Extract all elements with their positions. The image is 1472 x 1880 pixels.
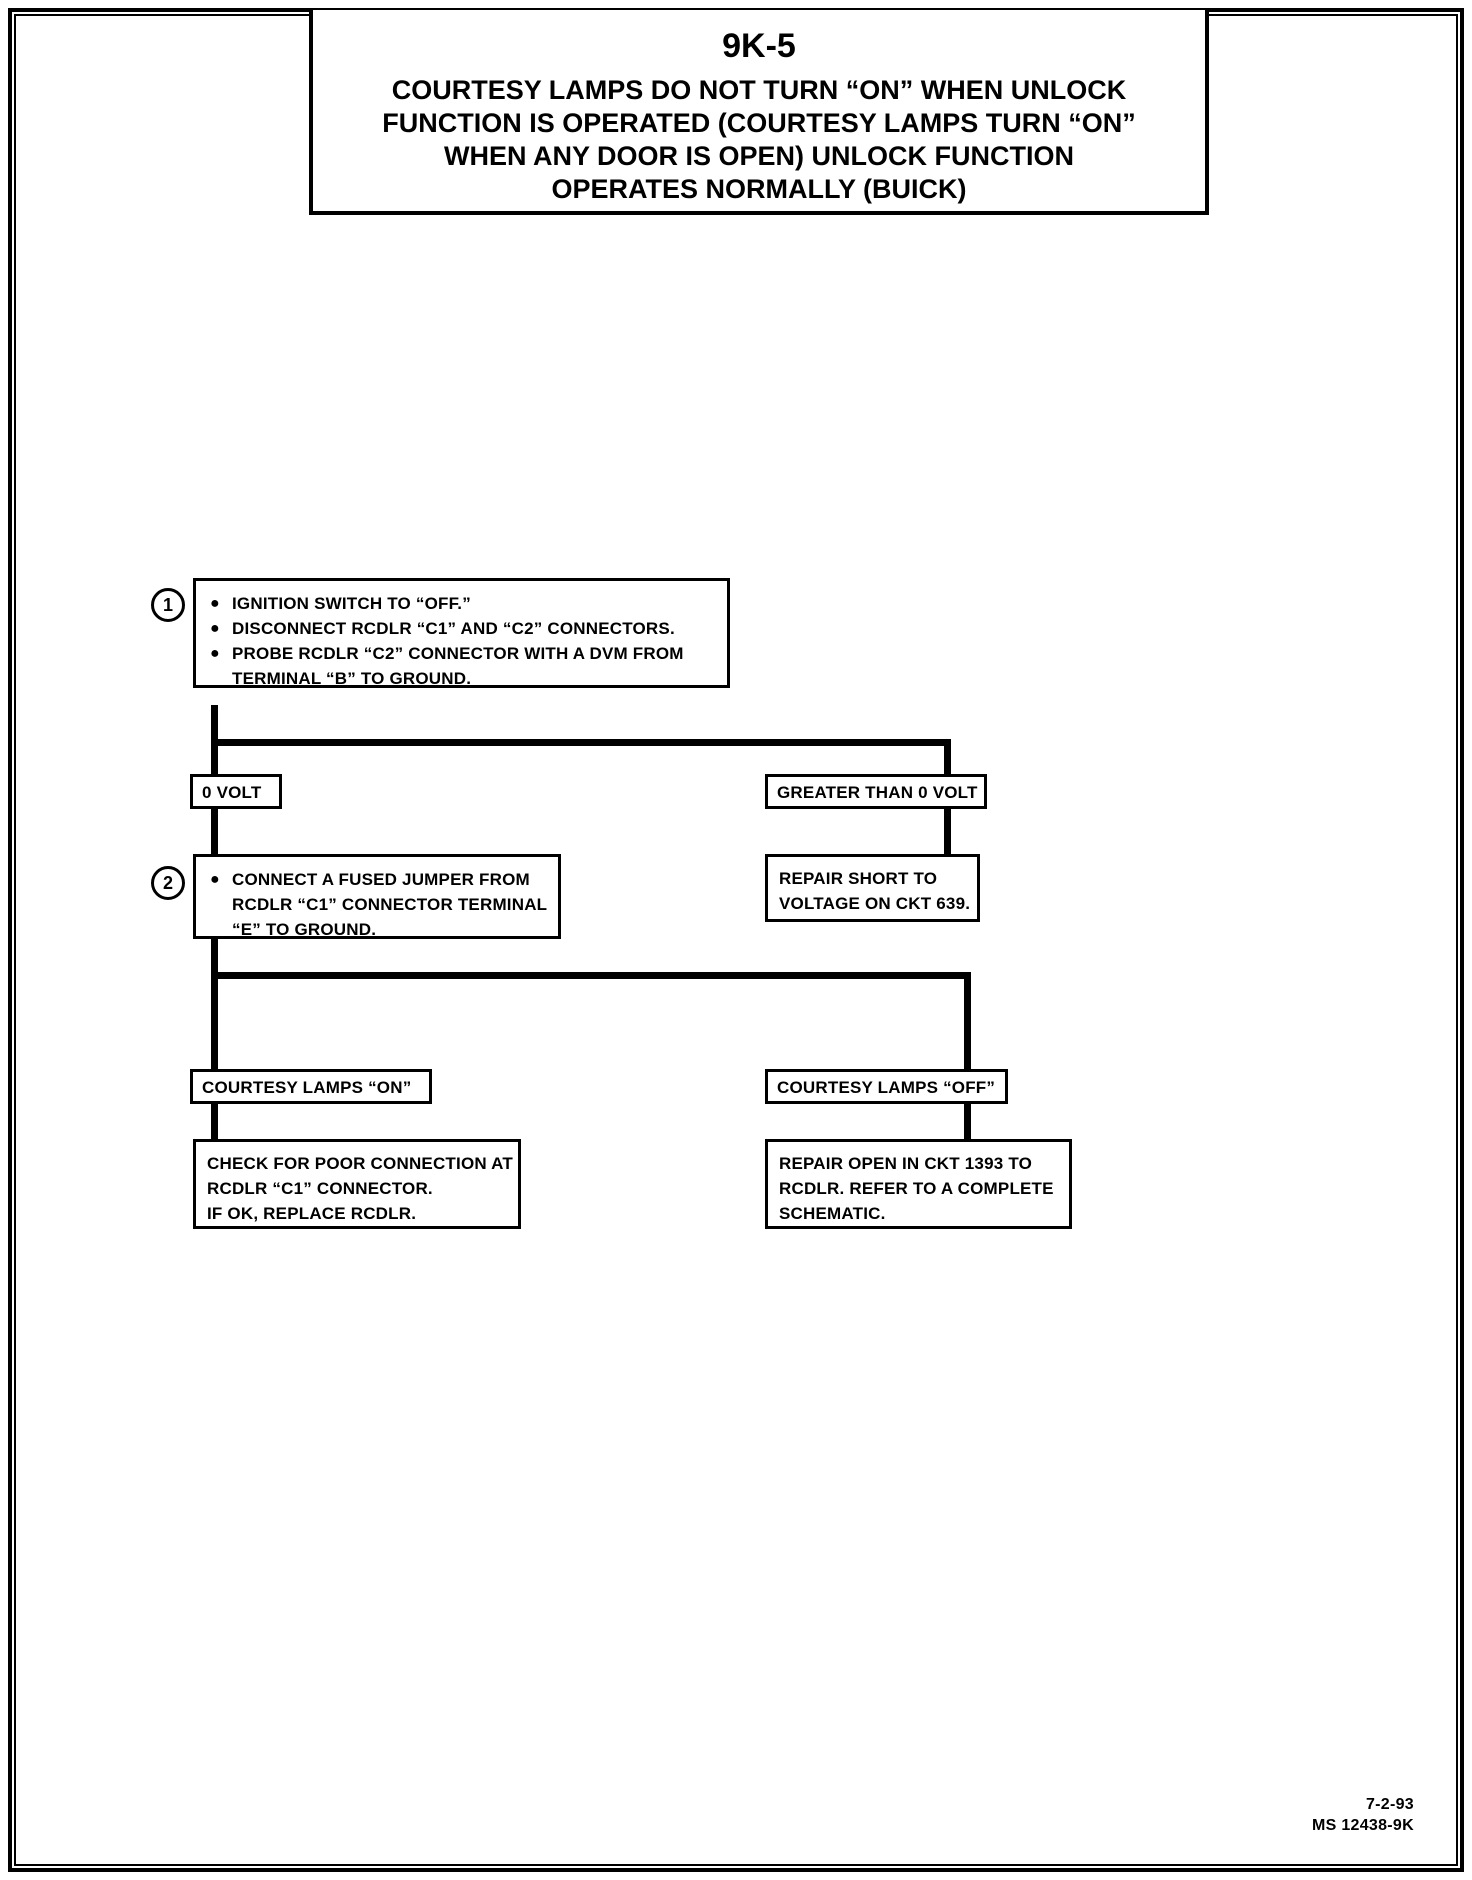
footer-doc-id: MS 12438-9K	[1311, 1817, 1414, 1834]
repair-open-line-3: SCHEMATIC.	[779, 1204, 886, 1223]
page-title-line-1: COURTESY LAMPS DO NOT TURN “ON” WHEN UNL…	[391, 75, 1127, 105]
action-check-connection-box: CHECK FOR POOR CONNECTION AT RCDLR “C1” …	[193, 1139, 521, 1229]
connector-greater-down	[944, 806, 951, 856]
connector-step1-split	[211, 739, 951, 746]
connector-lamps-on-down	[211, 1100, 218, 1144]
check-connection-line-1: CHECK FOR POOR CONNECTION AT	[207, 1154, 513, 1173]
header-block: 9K-5 COURTESY LAMPS DO NOT TURN “ON” WHE…	[309, 10, 1209, 215]
step-1-bullet-1: ● IGNITION SWITCH TO “OFF.”	[210, 591, 715, 616]
repair-short-line-1: REPAIR SHORT TO	[779, 869, 938, 888]
result-label-courtesy-lamps-off: COURTESY LAMPS “OFF”	[765, 1069, 1008, 1104]
step-2-continuation-2: “E” TO GROUND.	[232, 920, 377, 939]
connector-0volt-down	[211, 806, 218, 856]
connector-step2-split	[211, 972, 971, 979]
repair-open-line-1: REPAIR OPEN IN CKT 1393 TO	[779, 1154, 1033, 1173]
step-number-2-circle: 2	[151, 866, 185, 900]
step-1-box: ● IGNITION SWITCH TO “OFF.” ● DISCONNECT…	[193, 578, 730, 688]
step-2-bullet-1: ● CONNECT A FUSED JUMPER FROM	[210, 867, 546, 892]
connector-step1-right-down	[944, 739, 951, 776]
footer-date: 7-2-93	[1365, 1796, 1414, 1813]
step-number-1-circle: 1	[151, 588, 185, 622]
connector-step1-down	[211, 705, 218, 837]
page-code: 9K-5	[722, 27, 796, 65]
result-label-0-volt: 0 VOLT	[190, 774, 282, 809]
action-repair-open-box: REPAIR OPEN IN CKT 1393 TO RCDLR. REFER …	[765, 1139, 1072, 1229]
bullet-icon: ●	[210, 871, 220, 888]
page-title-line-2: FUNCTION IS OPERATED (COURTESY LAMPS TUR…	[382, 108, 1136, 138]
repair-open-line-2: RCDLR. REFER TO A COMPLETE	[779, 1179, 1054, 1198]
connector-step2-right-down	[964, 972, 971, 1072]
result-label-courtesy-lamps-on: COURTESY LAMPS “ON”	[190, 1069, 432, 1104]
step-number-1: 1	[162, 595, 173, 615]
step-1-bullet-3: ● PROBE RCDLR “C2” CONNECTOR WITH A DVM …	[210, 641, 715, 666]
step-number-2: 2	[162, 873, 173, 893]
repair-short-line-2: VOLTAGE ON CKT 639.	[779, 894, 971, 913]
action-repair-short-box: REPAIR SHORT TO VOLTAGE ON CKT 639.	[765, 854, 980, 922]
footer: 7-2-93 MS 12438-9K	[1312, 1794, 1414, 1836]
result-label-greater-than-0-volt: GREATER THAN 0 VOLT	[765, 774, 987, 809]
check-connection-line-3: IF OK, REPLACE RCDLR.	[207, 1204, 417, 1223]
page-title: COURTESY LAMPS DO NOT TURN “ON” WHEN UNL…	[313, 74, 1205, 206]
page-title-line-4: OPERATES NORMALLY (BUICK)	[551, 174, 967, 204]
step-2-box: ● CONNECT A FUSED JUMPER FROM RCDLR “C1”…	[193, 854, 561, 939]
step-1-continuation: TERMINAL “B” TO GROUND.	[232, 669, 472, 688]
step-2-continuation-1: RCDLR “C1” CONNECTOR TERMINAL	[232, 895, 548, 914]
bullet-icon: ●	[210, 620, 220, 637]
connector-step2-down	[211, 936, 218, 1072]
step-1-bullet-2: ● DISCONNECT RCDLR “C1” AND “C2” CONNECT…	[210, 616, 715, 641]
check-connection-line-2: RCDLR “C1” CONNECTOR.	[207, 1179, 433, 1198]
page-title-line-3: WHEN ANY DOOR IS OPEN) UNLOCK FUNCTION	[443, 141, 1074, 171]
bullet-icon: ●	[210, 595, 220, 612]
bullet-icon: ●	[210, 645, 220, 662]
connector-lamps-off-down	[964, 1100, 971, 1144]
